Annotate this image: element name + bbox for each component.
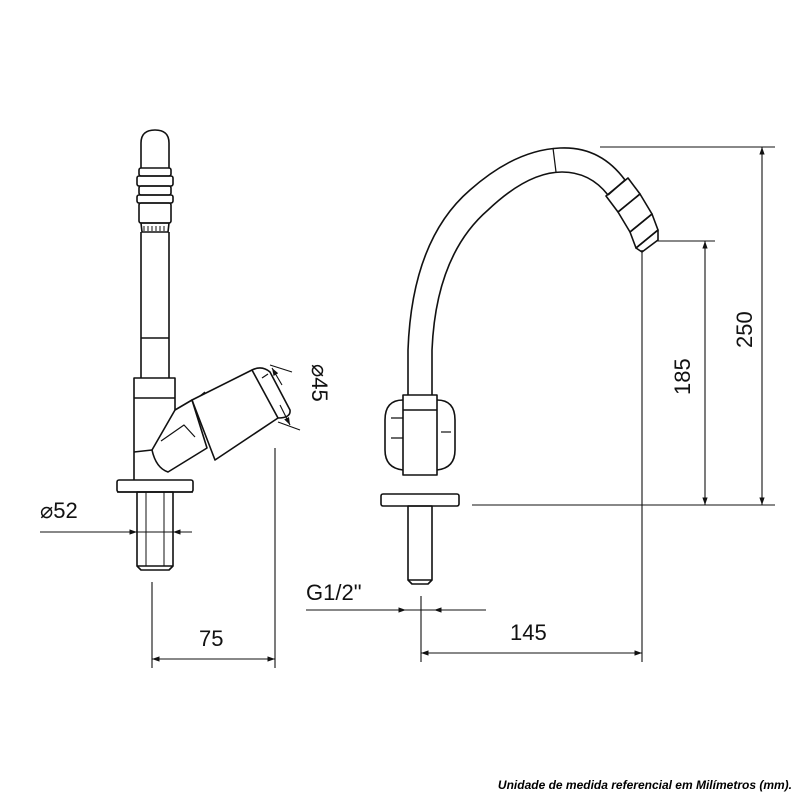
base-flange: [116, 479, 194, 493]
side-view: [116, 129, 291, 571]
spout-cap: [140, 129, 170, 168]
front-handle-right: [436, 399, 456, 471]
dimension-lines: [40, 146, 775, 668]
dim-total-height: 250: [732, 311, 757, 348]
front-stem: [407, 505, 433, 581]
handle: [191, 369, 279, 461]
spout-tube: [140, 232, 170, 378]
dim-reach: 145: [510, 620, 547, 645]
handle-connector: [151, 399, 208, 473]
dim-base-diameter: ⌀52: [40, 498, 78, 523]
dim-handle-diameter: ⌀45: [307, 364, 332, 402]
body: [133, 377, 176, 480]
aerator: [136, 167, 174, 233]
units-footnote: Unidade de medida referencial em Milímet…: [497, 778, 792, 792]
front-view: [380, 147, 659, 585]
dim-depth: 75: [199, 626, 223, 651]
front-handle-left: [384, 399, 404, 471]
curved-spout: [407, 147, 626, 395]
front-body: [402, 394, 438, 476]
front-flange: [380, 493, 460, 507]
dim-thread: G1/2": [306, 580, 362, 605]
dim-spout-height: 185: [670, 358, 695, 395]
mounting-stem: [136, 491, 174, 567]
spout-aerator: [605, 177, 659, 253]
